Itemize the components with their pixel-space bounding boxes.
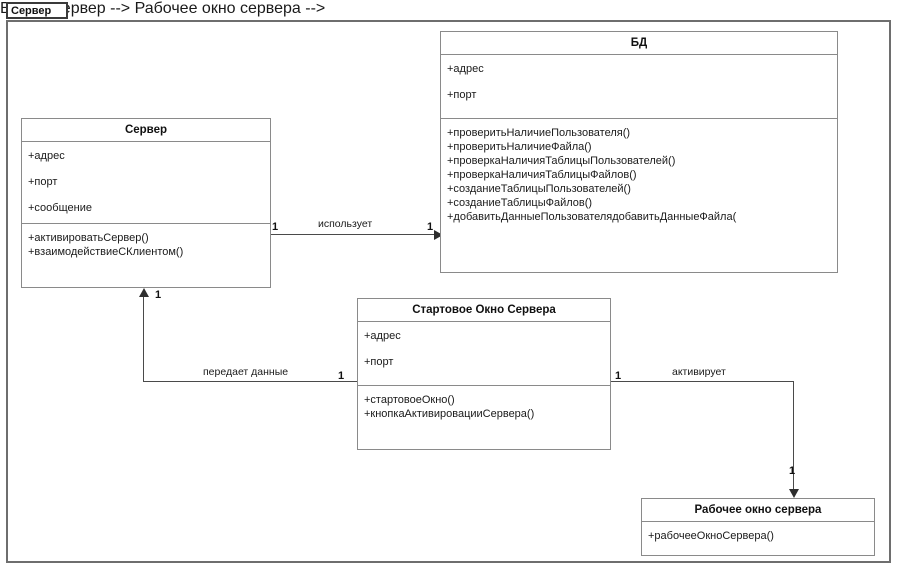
class-operations-workwin: +рабочееОкноСервера() [642,522,874,550]
class-name-bd: БД [441,32,837,55]
association-transfers-source-multiplicity: 1 [338,370,345,382]
class-operations-startwin: +стартовоеОкно() +кнопкаАктивировацииСер… [358,386,610,428]
operation-item: +добавитьДанныеПользователядобавитьДанны… [447,211,737,223]
operation-item: +проверитьНаличиеФайла() [447,141,592,153]
attribute-item: +порт [364,356,394,368]
association-uses-arrowhead [434,230,443,240]
association-transfers-target-multiplicity: 1 [155,289,162,301]
association-activates-hline [611,381,794,382]
association-activates-source-multiplicity: 1 [615,370,622,382]
association-activates-vline [793,381,794,489]
association-activates-target-multiplicity: 1 [789,465,796,477]
attribute-item: +адрес [364,330,401,342]
operation-item: +проверкаНаличияТаблицыФайлов() [447,169,637,181]
attribute-item: +адрес [447,63,484,75]
attribute-item: +порт [447,89,477,101]
association-transfers-arrowhead [139,288,149,297]
operation-item: +активироватьСервер() [28,232,149,244]
class-operations-server: +активироватьСервер() +взаимодействиеСКл… [22,224,270,266]
operation-item: +взаимодействиеСКлиентом() [28,246,184,258]
class-attributes-startwin: +адрес +порт [358,322,610,386]
association-uses-label: использует [318,218,373,230]
operation-item: +созданиеТаблицыФайлов() [447,197,593,209]
class-name-server: Сервер [22,119,270,142]
operation-item: +проверкаНаличияТаблицыПользователей() [447,155,676,167]
association-uses-line [271,234,442,235]
diagram-frame [6,20,891,563]
class-box-server[interactable]: Сервер +адрес +порт +сообщение +активиро… [21,118,271,288]
attribute-item: +сообщение [28,202,92,214]
association-transfers-vline [143,296,144,382]
class-box-startwin[interactable]: Стартовое Окно Сервера +адрес +порт +ста… [357,298,611,450]
association-activates-arrowhead [789,489,799,498]
class-attributes-bd: +адрес +порт [441,55,837,119]
association-uses-source-multiplicity: 1 [272,221,279,233]
association-transfers-label: передает данные [203,366,289,378]
attribute-item: +порт [28,176,58,188]
association-uses-target-multiplicity: 1 [427,221,434,233]
association-transfers-hline [143,381,358,382]
attribute-item: +адрес [28,150,65,162]
class-operations-bd: +проверитьНаличиеПользователя() +провери… [441,119,837,231]
class-name-startwin: Стартовое Окно Сервера [358,299,610,322]
class-name-workwin: Рабочее окно сервера [642,499,874,522]
operation-item: +кнопкаАктивировацииСервера() [364,408,535,420]
class-attributes-server: +адрес +порт +сообщение [22,142,270,224]
operation-item: +проверитьНаличиеПользователя() [447,127,631,139]
association-activates-label: активирует [672,366,726,378]
operation-item: +стартовоеОкно() [364,394,455,406]
class-box-workwin[interactable]: Рабочее окно сервера +рабочееОкноСервера… [641,498,875,556]
diagram-frame-label: Сервер [6,2,68,19]
class-box-bd[interactable]: БД +адрес +порт +проверитьНаличиеПользов… [440,31,838,273]
operation-item: +рабочееОкноСервера() [648,530,774,542]
operation-item: +созданиеТаблицыПользователей() [447,183,631,195]
